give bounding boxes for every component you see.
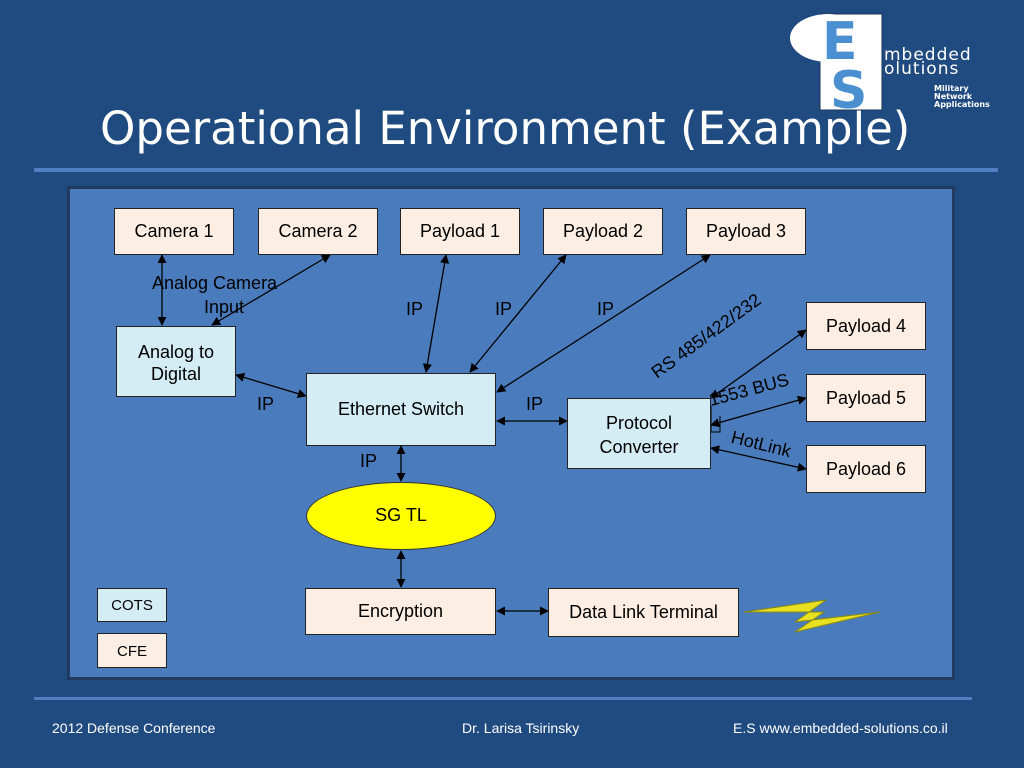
node-camera-2: Camera 2 — [258, 208, 378, 255]
slide-title: Operational Environment (Example) — [100, 102, 911, 155]
node-payload-5: Payload 5 — [806, 374, 926, 422]
lightning-icon — [743, 599, 881, 633]
logo-tagline-2: Network — [934, 92, 973, 101]
label-ip-sgtl: IP — [360, 451, 378, 471]
node-payload-3: Payload 3 — [686, 208, 806, 255]
link-analog-switch — [235, 372, 307, 399]
link-payload1-switch — [422, 254, 450, 373]
link-payload3-switch — [496, 254, 711, 393]
node-payload-2: Payload 2 — [543, 208, 663, 255]
node-ethernet-switch: Ethernet Switch — [306, 373, 496, 446]
node-camera-1: Camera 1 — [114, 208, 234, 255]
label-ip-analog: IP — [257, 394, 275, 414]
footer-rule — [34, 697, 972, 700]
link-payload2-switch — [469, 254, 567, 373]
link-converter-payload6 — [710, 445, 807, 472]
node-data-link-terminal: Data Link Terminal — [548, 588, 739, 637]
footer-author: Dr. Larisa Tsirinsky — [462, 720, 580, 736]
logo-letter-e: E — [822, 12, 858, 72]
node-payload-4: Payload 4 — [806, 302, 926, 350]
link-converter-payload4 — [710, 329, 807, 399]
logo-line-1: mbedded — [884, 45, 972, 65]
title-rule — [34, 168, 998, 172]
link-converter-payload5 — [710, 395, 807, 428]
label-ip-converter: IP — [526, 394, 544, 414]
logo-line-2: olutions — [884, 59, 959, 79]
node-encryption: Encryption — [305, 588, 496, 635]
footer-website: E.S www.embedded-solutions.co.il — [733, 720, 948, 736]
legend-cfe: CFE — [97, 633, 167, 668]
node-sg-tl: SG TL — [306, 482, 496, 550]
label-ip-payload1: IP — [406, 299, 424, 319]
logo-tagline-3: Applications — [934, 100, 990, 109]
label-analog-camera-input-1: Analog Camera — [152, 273, 278, 293]
node-protocol-converter: Protocol Converter — [567, 398, 711, 469]
label-ip-payload2: IP — [495, 299, 513, 319]
logo-tagline-1: Military — [934, 84, 969, 93]
logo-letter-s: S — [830, 61, 867, 112]
legend-cots: COTS — [97, 588, 167, 622]
label-analog-camera-input-2: Input — [204, 297, 245, 317]
label-ip-payload3: IP — [597, 299, 615, 319]
node-payload-6: Payload 6 — [806, 445, 926, 493]
node-analog-to-digital: Analog to Digital — [116, 326, 236, 397]
node-payload-1: Payload 1 — [400, 208, 520, 255]
embedded-solutions-logo: E S mbedded olutions Military Network Ap… — [790, 12, 990, 112]
footer-conference: 2012 Defense Conference — [52, 720, 216, 736]
link-camera2-analog — [211, 254, 331, 326]
